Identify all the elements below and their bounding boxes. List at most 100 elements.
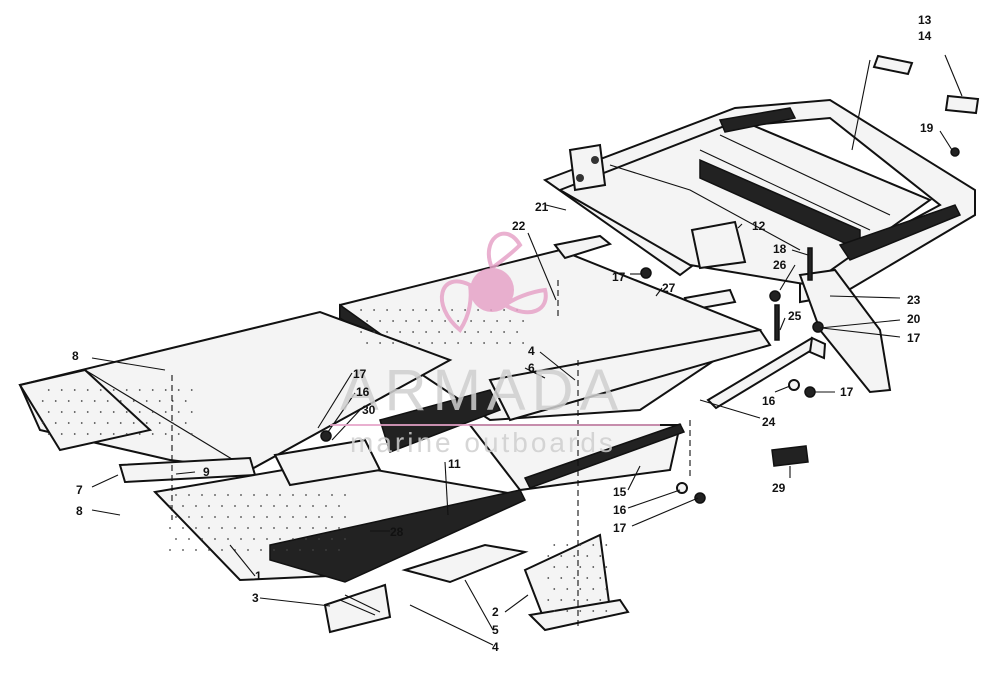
perforation-hole — [566, 610, 569, 612]
perforation-hole — [279, 516, 281, 518]
perforation-hole — [273, 527, 275, 529]
callout-17: 17 — [353, 367, 367, 381]
perforation-hole — [496, 342, 498, 344]
callout-4: 4 — [528, 344, 535, 358]
perforation-hole — [138, 389, 141, 391]
leader-lines — [91, 54, 963, 646]
perforation-hole — [451, 309, 453, 311]
perforation-hole — [431, 342, 433, 344]
callout-25: 25 — [788, 309, 802, 323]
perforation-hole — [67, 400, 70, 402]
propeller-logo — [440, 231, 548, 333]
perforation-hole — [366, 342, 368, 344]
decal-plates — [771, 54, 980, 467]
perforation-hole — [175, 516, 177, 518]
perforation-hole — [221, 505, 223, 507]
mounting-bracket — [523, 533, 630, 632]
perforation-hole — [379, 320, 381, 322]
perforation-hole — [54, 400, 57, 402]
perforation-hole — [253, 538, 255, 540]
perforation-hole — [418, 320, 420, 322]
perforation-hole — [112, 433, 115, 435]
callout-11: 11 — [448, 457, 461, 471]
perforation-hole — [177, 411, 180, 413]
perforation-hole — [344, 516, 346, 518]
perforation-hole — [188, 516, 190, 518]
callout-1: 1 — [255, 569, 262, 583]
perforation-hole — [470, 320, 472, 322]
perforation-hole — [60, 433, 63, 435]
perforation-hole — [579, 566, 582, 568]
perforation-hole — [86, 411, 89, 413]
perforation-hole — [73, 389, 76, 391]
perforation-hole — [260, 505, 262, 507]
perforation-hole — [279, 494, 281, 496]
perforation-hole — [438, 331, 440, 333]
perforation-hole — [208, 527, 210, 529]
perforation-hole — [60, 411, 63, 413]
perforation-hole — [553, 566, 556, 568]
perforation-hole — [99, 411, 102, 413]
perforation-hole — [201, 538, 203, 540]
perforation-hole — [80, 400, 83, 402]
perforation-hole — [392, 342, 394, 344]
perforation-hole — [182, 549, 184, 551]
perforation-hole — [431, 320, 433, 322]
callout-17: 17 — [612, 270, 626, 284]
perforation-hole — [373, 331, 375, 333]
perforation-hole — [547, 599, 550, 601]
perforation-hole — [67, 422, 70, 424]
perforation-hole — [579, 588, 582, 590]
perforation-hole — [273, 549, 275, 551]
perforation-hole — [573, 577, 576, 579]
perforation-hole — [177, 389, 180, 391]
tunnel-deck — [339, 234, 772, 492]
callout-labels: 13 14 19 21 22 12 18 26 17 27 25 23 20 1… — [72, 13, 934, 654]
perforation-hole — [312, 505, 314, 507]
perforation-hole — [80, 422, 83, 424]
reinforcement-plate — [323, 583, 392, 634]
callout-19: 19 — [920, 121, 934, 135]
perforation-hole — [234, 505, 236, 507]
perforation-hole — [221, 549, 223, 551]
perforation-hole — [253, 516, 255, 518]
perforation-hole — [145, 400, 148, 402]
perforation-hole — [138, 433, 141, 435]
perforation-hole — [292, 538, 294, 540]
perforation-hole — [605, 610, 608, 612]
running-board-left — [18, 310, 453, 484]
perforation-hole — [509, 320, 511, 322]
perforation-hole — [132, 422, 135, 424]
perforation-hole — [566, 566, 569, 568]
perforation-hole — [318, 516, 320, 518]
perforation-hole — [201, 494, 203, 496]
perforation-hole — [177, 433, 180, 435]
perforation-hole — [190, 389, 193, 391]
perforation-hole — [93, 422, 96, 424]
callout-29: 29 — [772, 481, 786, 495]
perforation-hole — [438, 309, 440, 311]
perforation-hole — [405, 342, 407, 344]
perforation-hole — [573, 555, 576, 557]
perforation-hole — [553, 544, 556, 546]
callout-7: 7 — [76, 483, 83, 497]
perforation-hole — [477, 309, 479, 311]
callout-5: 5 — [492, 623, 499, 637]
perforation-hole — [169, 527, 171, 529]
perforation-hole — [318, 538, 320, 540]
perforation-hole — [292, 494, 294, 496]
perforation-hole — [483, 342, 485, 344]
perforation-hole — [253, 494, 255, 496]
cover-plate — [401, 543, 529, 584]
perforation-hole — [451, 331, 453, 333]
perforation-hole — [208, 505, 210, 507]
perforation-hole — [312, 549, 314, 551]
perforation-hole — [151, 389, 154, 391]
perforation-hole — [464, 309, 466, 311]
footrest-panel — [152, 438, 527, 583]
perforation-hole — [47, 433, 50, 435]
perforation-hole — [566, 588, 569, 590]
perforation-hole — [266, 538, 268, 540]
perforation-hole — [138, 411, 141, 413]
